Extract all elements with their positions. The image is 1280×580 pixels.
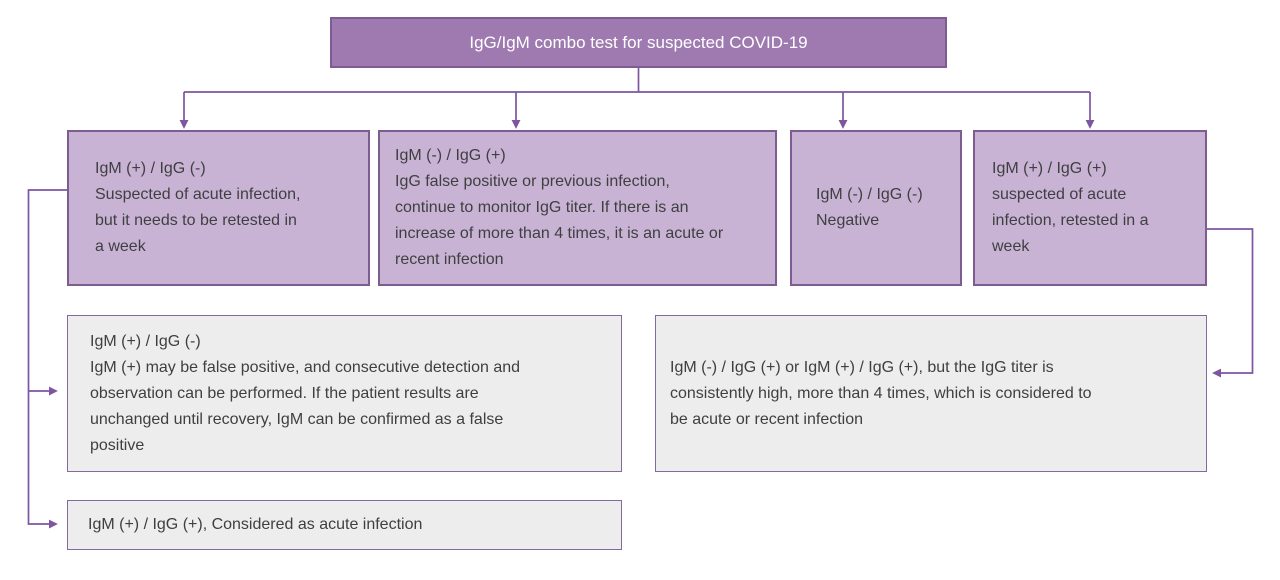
result-node-body: IgM (+) / IgG (+), Considered as acute i… <box>88 516 423 533</box>
result-node-body: IgM (-) / IgG (+) or IgM (+) / IgG (+), … <box>670 358 1092 428</box>
branch-node-igm-neg-igg-pos: IgM (-) / IgG (+) IgG false positive or … <box>378 130 777 286</box>
branch-node-igm-neg-igg-neg: IgM (-) / IgG (-) Negative <box>790 130 962 286</box>
branch-node-igm-pos-igg-pos: IgM (+) / IgG (+) suspected of acute inf… <box>973 130 1207 286</box>
branch-node-igm-pos-igg-neg: IgM (+) / IgG (-) Suspected of acute inf… <box>67 130 370 286</box>
connector-right-to-titer <box>1207 228 1254 378</box>
result-node-title: IgM (+) / IgG (-) <box>90 332 201 350</box>
branch-node-body: IgG false positive or previous infection… <box>395 173 724 268</box>
branch-node-title: IgM (-) / IgG (-) <box>816 186 923 203</box>
branch-node-title: IgM (-) / IgG (+) <box>395 147 506 164</box>
result-node-high-igg-titer: IgM (-) / IgG (+) or IgM (+) / IgG (+), … <box>655 315 1207 472</box>
branch-node-title: IgM (+) / IgG (-) <box>95 160 206 177</box>
branch-node-body: suspected of acute infection, retested i… <box>992 186 1149 255</box>
result-node-body: IgM (+) may be false positive, and conse… <box>90 358 521 454</box>
branch-node-body: Suspected of acute infection, but it nee… <box>95 186 301 255</box>
result-node-acute-infection: IgM (+) / IgG (+), Considered as acute i… <box>67 500 622 550</box>
header-node: IgG/IgM combo test for suspected COVID-1… <box>330 17 947 68</box>
branch-node-body: Negative <box>816 212 880 229</box>
connector-left-to-acute <box>27 189 67 529</box>
result-node-igm-false-positive: IgM (+) / IgG (-) IgM (+) may be false p… <box>67 315 622 472</box>
header-node-label: IgG/IgM combo test for suspected COVID-1… <box>469 32 808 52</box>
branch-node-title: IgM (+) / IgG (+) <box>992 160 1107 177</box>
